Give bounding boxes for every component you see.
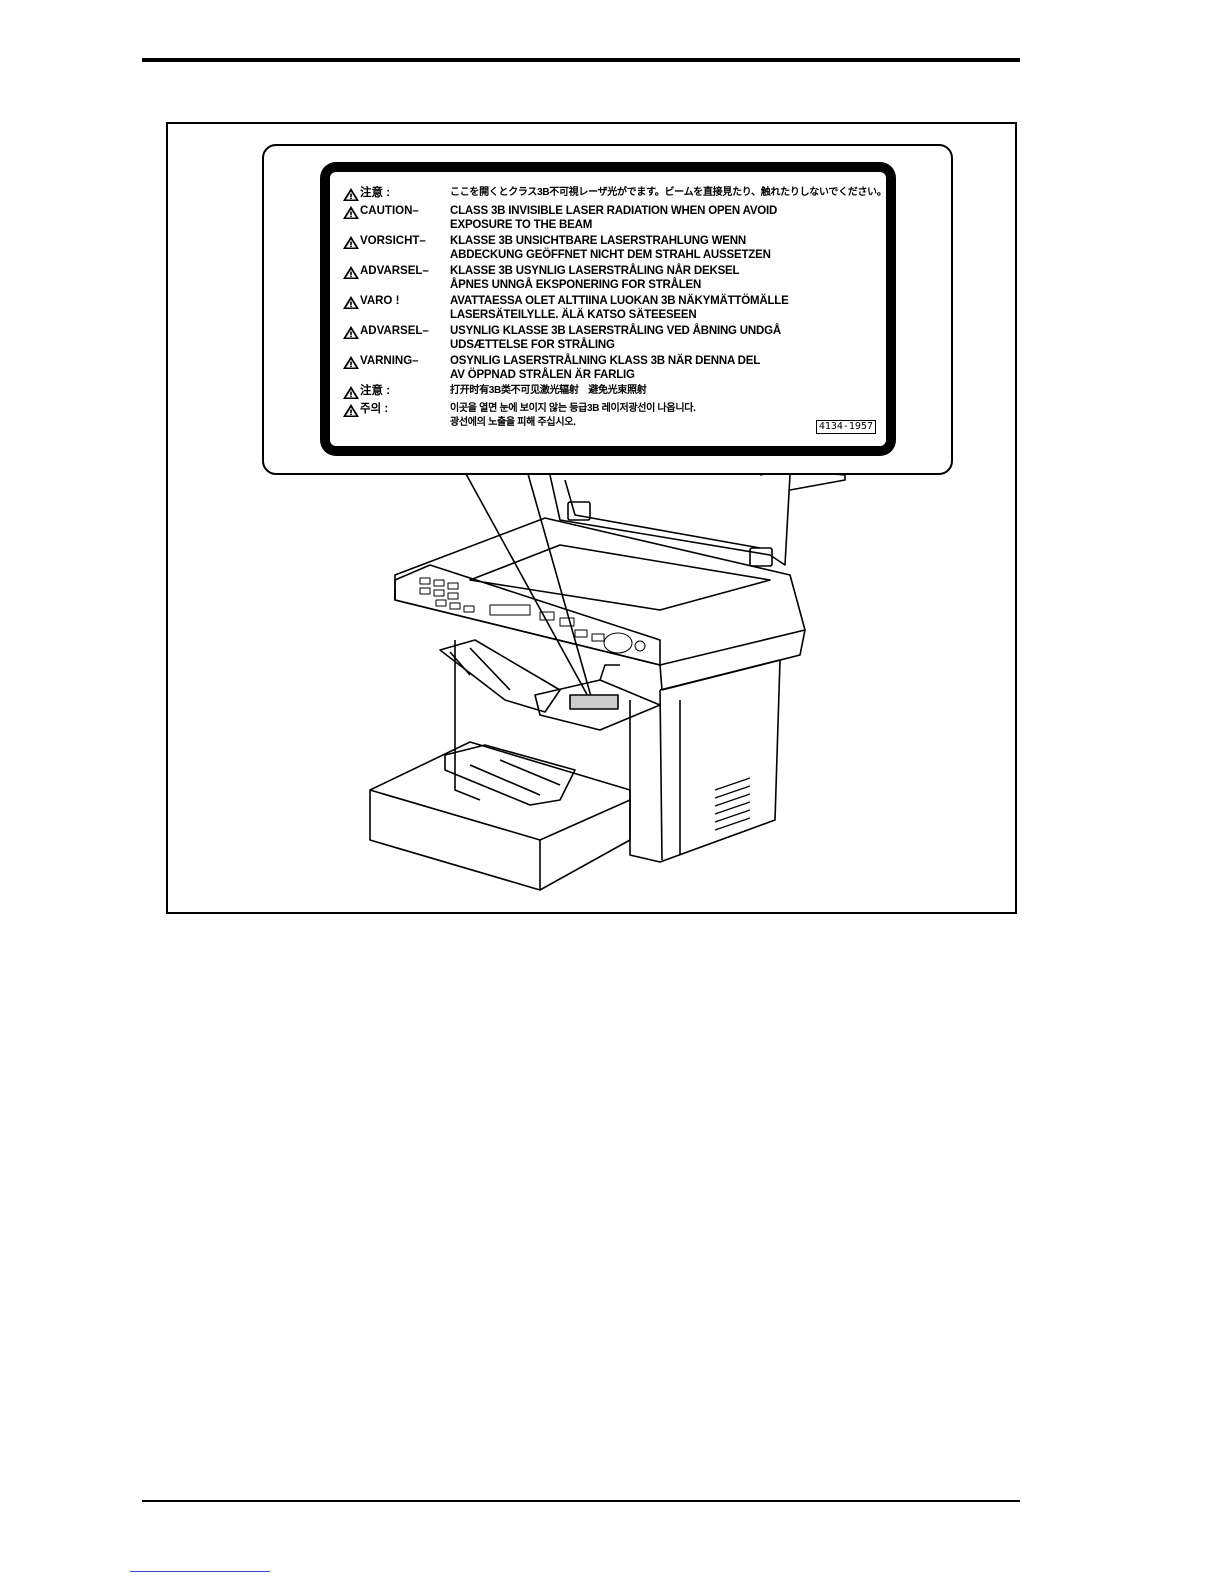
warning-triangle-icon	[342, 355, 360, 370]
label-row: 주의 : 이곳을 열면 눈에 보이지 않는 등급3B 레이저광선이 나옵니다. 광선…	[342, 402, 878, 430]
label-row-line: KLASSE 3B UNSICHTBARE LASERSTRAHLUNG WEN…	[450, 235, 746, 247]
warning-triangle-icon	[342, 403, 360, 418]
label-row-key: 注意 :	[360, 385, 391, 397]
laser-warning-label-plate: 注意 : ここを開くとクラス3B不可視レーザ光がでます。ビームを直接見たり、触れた…	[320, 162, 896, 456]
label-row-key: VARO !	[360, 295, 400, 307]
label-row-key: ADVARSEL–	[360, 265, 429, 277]
footer-link[interactable]	[130, 1570, 270, 1572]
label-row-line: OSYNLIG LASERSTRÅLNING KLASS 3B NÄR DENN…	[450, 355, 761, 367]
label-row-line: USYNLIG KLASSE 3B LASERSTRÅLING VED ÅBNI…	[450, 325, 781, 337]
label-row-line: LASERSÄTEILYLLE. ÄLÄ KATSO SÄTEESEEN	[450, 309, 697, 321]
label-row-line: 광선에의 노출을 피해 주십시오.	[450, 417, 576, 428]
label-row-text: KLASSE 3B USYNLIG LASERSTRÅLING NÅR DEKS…	[450, 264, 878, 292]
warning-triangle-icon	[342, 295, 360, 310]
label-row-text: USYNLIG KLASSE 3B LASERSTRÅLING VED ÅBNI…	[450, 324, 878, 352]
label-row-line: AV ÖPPNAD STRÅLEN ÄR FARLIG	[450, 369, 635, 381]
label-row-line: 이곳을 열면 눈에 보이지 않는 등급3B 레이저광선이 나옵니다.	[450, 403, 696, 414]
label-row-text: 이곳을 열면 눈에 보이지 않는 등급3B 레이저광선이 나옵니다. 광선에의 노…	[450, 402, 878, 430]
label-row-line: KLASSE 3B USYNLIG LASERSTRÅLING NÅR DEKS…	[450, 265, 740, 277]
label-row: VARO ! AVATTAESSA OLET ALTTIINA LUOKAN 3B…	[342, 294, 878, 322]
label-row-text: 打开时有3B类不可见激光辐射 避免光束照射	[450, 384, 878, 398]
warning-triangle-icon	[342, 235, 360, 250]
label-row-key: VARNING–	[360, 355, 419, 367]
label-row-key: ADVARSEL–	[360, 325, 429, 337]
label-row-text: AVATTAESSA OLET ALTTIINA LUOKAN 3B NÄKYM…	[450, 294, 878, 322]
warning-triangle-icon	[342, 325, 360, 340]
part-number: 4134-1957	[815, 420, 876, 434]
laser-label-callout: 注意 : ここを開くとクラス3B不可視レーザ光がでます。ビームを直接見たり、触れた…	[262, 144, 953, 475]
label-row: 注意 : ここを開くとクラス3B不可視レーザ光がでます。ビームを直接見たり、触れた…	[342, 186, 887, 202]
label-row-line: ÅPNES UNNGÅ EKSPONERING FOR STRÅLEN	[450, 279, 702, 291]
label-row-key: VORSICHT–	[360, 235, 426, 247]
label-row-text: OSYNLIG LASERSTRÅLNING KLASS 3B NÄR DENN…	[450, 354, 878, 382]
warning-triangle-icon	[342, 385, 360, 400]
header-rule	[142, 58, 1020, 62]
label-row-key: CAUTION–	[360, 205, 419, 217]
label-row-text: CLASS 3B INVISIBLE LASER RADIATION WHEN …	[450, 204, 878, 232]
label-row-line: CLASS 3B INVISIBLE LASER RADIATION WHEN …	[450, 205, 778, 217]
label-row: ADVARSEL– USYNLIG KLASSE 3B LASERSTRÅLING…	[342, 324, 878, 352]
label-row-line: ABDECKUNG GEÖFFNET NICHT DEM STRAHL AUSS…	[450, 249, 771, 261]
warning-triangle-icon	[342, 265, 360, 280]
warning-triangle-icon	[342, 205, 360, 220]
label-row-key: 주의 :	[360, 403, 389, 415]
label-row-line: EXPOSURE TO THE BEAM	[450, 219, 593, 231]
label-row-line: 打开时有3B类不可见激光辐射 避免光束照射	[450, 385, 647, 396]
label-row-line: AVATTAESSA OLET ALTTIINA LUOKAN 3B NÄKYM…	[450, 295, 789, 307]
label-row-line: ここを開くとクラス3B不可視レーザ光がでます。ビームを直接見たり、触れたりしない…	[450, 187, 887, 198]
footer-rule	[142, 1500, 1020, 1502]
label-row-key: 注意 :	[360, 187, 391, 199]
label-row: CAUTION– CLASS 3B INVISIBLE LASER RADIATI…	[342, 204, 878, 232]
label-row: VORSICHT– KLASSE 3B UNSICHTBARE LASERSTRA…	[342, 234, 878, 262]
label-row-text: ここを開くとクラス3B不可視レーザ光がでます。ビームを直接見たり、触れたりしない…	[450, 186, 887, 200]
figure-frame	[166, 122, 1017, 914]
label-row: VARNING– OSYNLIG LASERSTRÅLNING KLASS 3B …	[342, 354, 878, 382]
warning-triangle-icon	[342, 187, 360, 202]
label-row-line: UDSÆTTELSE FOR STRÅLING	[450, 339, 615, 351]
label-rows: 注意 : ここを開くとクラス3B不可視レーザ光がでます。ビームを直接見たり、触れた…	[342, 186, 887, 432]
label-row-text: KLASSE 3B UNSICHTBARE LASERSTRAHLUNG WEN…	[450, 234, 878, 262]
label-row: ADVARSEL– KLASSE 3B USYNLIG LASERSTRÅLING…	[342, 264, 878, 292]
label-row: 注意 : 打开时有3B类不可见激光辐射 避免光束照射	[342, 384, 878, 400]
